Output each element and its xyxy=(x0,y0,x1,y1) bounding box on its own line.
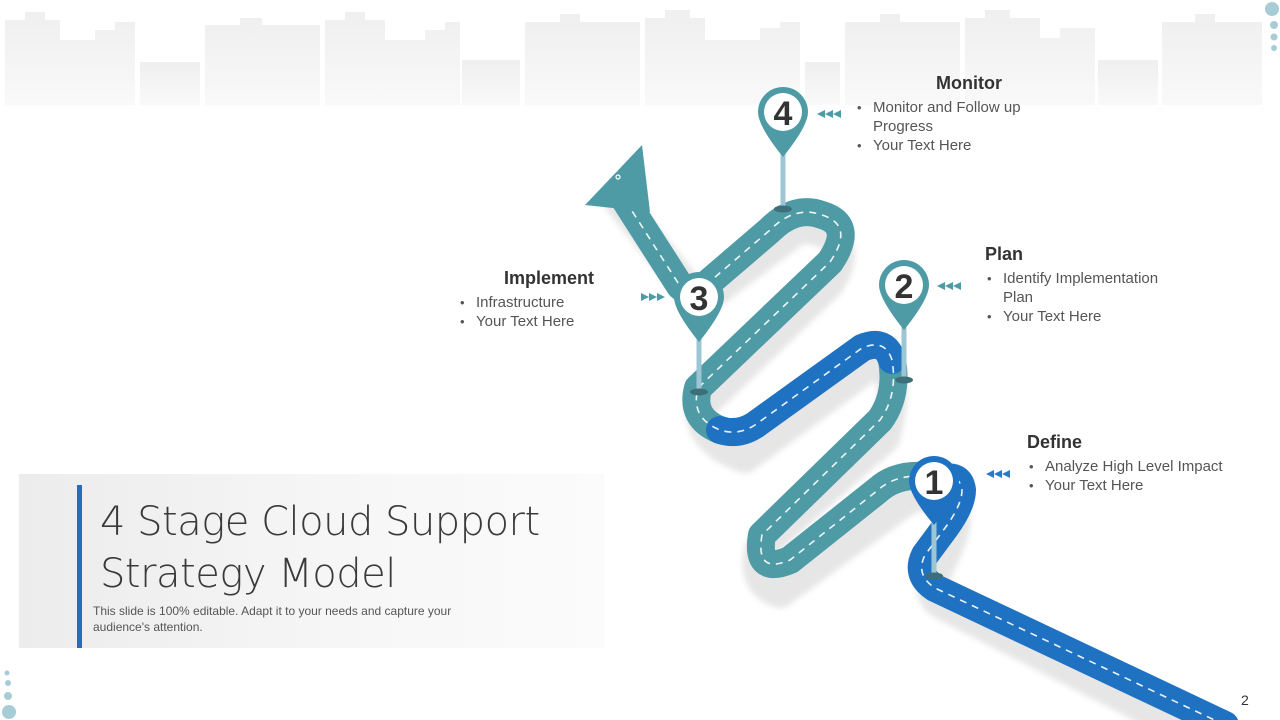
stage-heading: Monitor xyxy=(936,73,1002,93)
stage-heading: Plan xyxy=(985,244,1024,264)
pin-4: 4 xyxy=(758,87,808,157)
triple-arrow-icon xyxy=(986,470,1010,478)
pin-number: 1 xyxy=(925,464,944,502)
stage-define: Define Analyze High Level Impact Your Te… xyxy=(1027,432,1227,495)
stage-bullet: Your Text Here xyxy=(985,307,1185,326)
pin-2: 2 xyxy=(879,260,929,330)
triple-arrow-icon xyxy=(817,110,841,118)
stage-bullet: Your Text Here xyxy=(458,312,638,331)
road-blue-segment xyxy=(706,331,906,447)
stage-heading: Define xyxy=(1027,432,1083,452)
pin-number: 3 xyxy=(690,280,709,318)
stage-bullet: Analyze High Level Impact xyxy=(1027,457,1227,476)
stage-bullet: Your Text Here xyxy=(855,136,1075,155)
stage-implement: Implement Infrastructure Your Text Here xyxy=(458,268,638,331)
slide-title: 4 Stage Cloud Support Strategy Model xyxy=(100,499,540,597)
corner-dots-decoration xyxy=(2,670,16,719)
stage-plan: Plan Identify Implementation Plan Your T… xyxy=(985,244,1185,326)
stage-monitor: Monitor Monitor and Follow up Progress Y… xyxy=(855,73,1075,155)
pin-1: 1 xyxy=(909,456,959,525)
title-panel xyxy=(19,474,604,648)
stage-bullet: Infrastructure xyxy=(458,293,638,312)
triple-arrow-icon xyxy=(937,282,961,290)
stage-heading: Implement xyxy=(504,268,595,288)
pin-number: 4 xyxy=(774,95,793,133)
page-number: 2 xyxy=(1241,692,1249,708)
pin-3: 3 xyxy=(674,272,724,342)
slide-subtitle: This slide is 100% editable. Adapt it to… xyxy=(93,604,452,634)
stage-bullet: Monitor and Follow up Progress xyxy=(855,98,1075,136)
stage-bullet: Your Text Here xyxy=(1027,476,1227,495)
corner-dots-decoration xyxy=(1265,2,1279,51)
title-accent-bar xyxy=(77,485,82,648)
skyline-decoration xyxy=(5,10,1262,105)
cloud-network-icon xyxy=(593,151,623,180)
pin-number: 2 xyxy=(895,268,914,306)
triple-arrow-icon xyxy=(641,293,665,301)
stage-bullet: Identify Implementation Plan xyxy=(985,269,1185,307)
